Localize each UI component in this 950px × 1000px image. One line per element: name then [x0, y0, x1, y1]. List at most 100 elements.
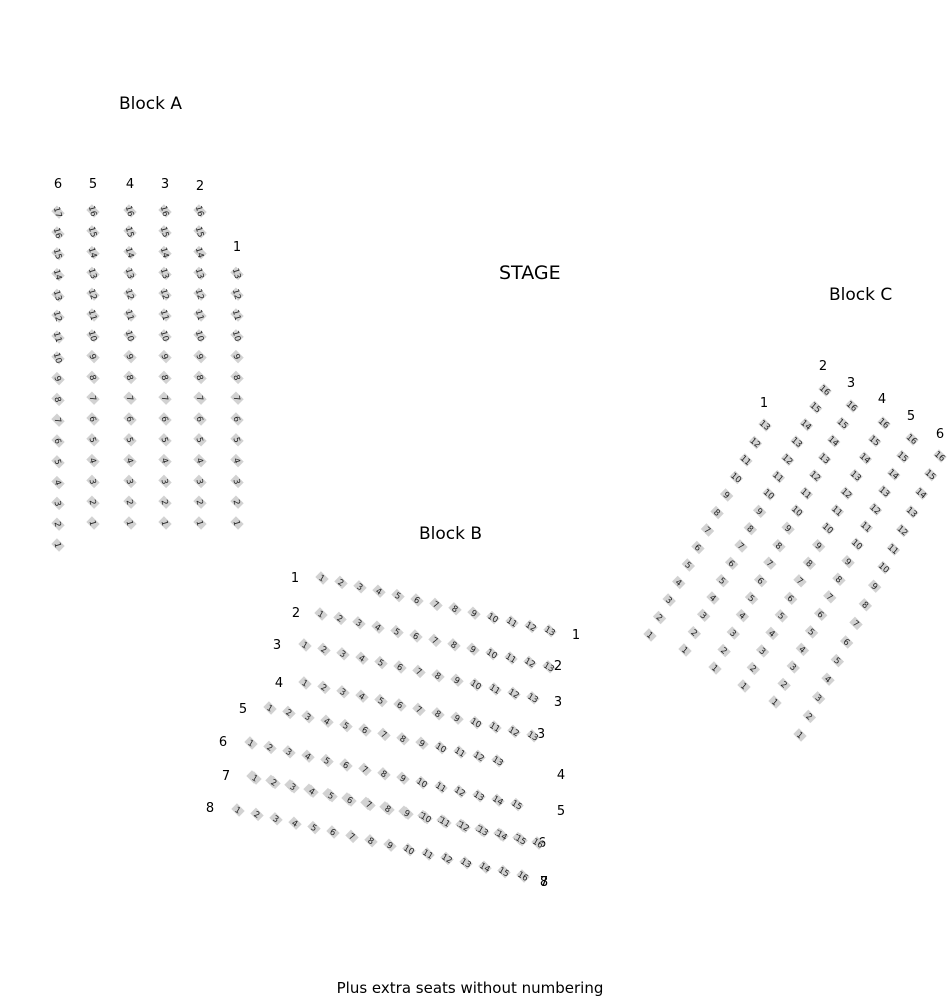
block-c-seat[interactable]: 5: [681, 558, 696, 572]
block-a-seat[interactable]: 10: [51, 351, 65, 365]
block-b-seat[interactable]: 1: [244, 736, 258, 750]
block-c-seat[interactable]: 7: [823, 590, 837, 604]
block-b-seat[interactable]: 5: [324, 788, 338, 803]
block-b-seat[interactable]: 2: [282, 705, 296, 720]
block-b-seat[interactable]: 4: [288, 816, 302, 830]
block-b-seat[interactable]: 9: [450, 673, 464, 687]
block-a-seat[interactable]: 10: [86, 329, 100, 343]
block-a-seat[interactable]: 6: [86, 412, 100, 426]
block-c-seat[interactable]: 3: [786, 660, 800, 674]
block-c-seat[interactable]: 1: [678, 643, 692, 657]
block-a-seat[interactable]: 9: [123, 349, 137, 364]
block-b-seat[interactable]: 1: [263, 701, 277, 715]
block-a-seat[interactable]: 7: [230, 391, 244, 405]
block-a-seat[interactable]: 12: [158, 287, 172, 301]
block-b-seat[interactable]: 11: [452, 745, 467, 760]
block-b-seat[interactable]: 6: [393, 660, 407, 674]
block-b-seat[interactable]: 9: [415, 736, 429, 750]
block-b-seat[interactable]: 7: [412, 702, 426, 717]
block-b-seat[interactable]: 8: [431, 669, 445, 683]
block-a-seat[interactable]: 12: [51, 309, 65, 323]
block-c-seat[interactable]: 2: [652, 610, 667, 625]
block-a-seat[interactable]: 10: [158, 329, 172, 343]
block-b-seat[interactable]: 3: [336, 647, 350, 661]
block-a-seat[interactable]: 9: [86, 349, 100, 364]
block-c-seat[interactable]: 16: [817, 383, 832, 398]
block-b-seat[interactable]: 5: [320, 753, 334, 768]
block-c-seat[interactable]: 7: [734, 539, 748, 553]
block-b-seat[interactable]: 11: [487, 682, 502, 697]
block-a-seat[interactable]: 13: [158, 266, 172, 281]
block-b-seat[interactable]: 4: [371, 620, 385, 634]
block-a-seat[interactable]: 1: [51, 538, 65, 552]
block-a-seat[interactable]: 6: [158, 412, 172, 426]
block-b-seat[interactable]: 13: [471, 789, 486, 804]
block-a-seat[interactable]: 4: [158, 453, 172, 468]
block-b-seat[interactable]: 8: [364, 834, 378, 848]
block-b-seat[interactable]: 10: [484, 646, 499, 662]
block-c-seat[interactable]: 12: [807, 469, 822, 484]
block-c-seat[interactable]: 6: [839, 635, 854, 649]
block-a-seat[interactable]: 6: [51, 434, 65, 448]
block-a-seat[interactable]: 5: [86, 433, 100, 447]
block-a-seat[interactable]: 13: [230, 266, 244, 281]
block-a-seat[interactable]: 11: [230, 308, 244, 322]
block-c-seat[interactable]: 15: [867, 433, 882, 449]
block-c-seat[interactable]: 13: [817, 451, 832, 467]
block-b-seat[interactable]: 1: [314, 607, 328, 621]
block-a-seat[interactable]: 4: [193, 453, 207, 468]
block-a-seat[interactable]: 2: [86, 495, 100, 509]
block-c-seat[interactable]: 16: [932, 449, 947, 464]
block-c-seat[interactable]: 14: [857, 451, 872, 466]
block-b-seat[interactable]: 7: [362, 797, 376, 812]
block-b-seat[interactable]: 1: [298, 676, 312, 690]
block-b-seat[interactable]: 6: [358, 723, 372, 737]
block-a-seat[interactable]: 6: [193, 412, 207, 426]
block-a-seat[interactable]: 7: [86, 391, 100, 405]
block-a-seat[interactable]: 4: [51, 475, 65, 490]
block-b-seat[interactable]: 3: [352, 616, 366, 630]
block-b-seat[interactable]: 4: [301, 749, 315, 763]
block-b-seat[interactable]: 15: [509, 797, 524, 813]
block-a-seat[interactable]: 4: [230, 453, 244, 468]
block-b-seat[interactable]: 8: [381, 802, 395, 816]
block-c-seat[interactable]: 2: [802, 709, 817, 724]
block-a-seat[interactable]: 10: [123, 329, 137, 343]
block-b-seat[interactable]: 5: [307, 820, 321, 835]
block-c-seat[interactable]: 15: [923, 467, 938, 483]
block-b-seat[interactable]: 3: [286, 780, 300, 794]
block-a-seat[interactable]: 14: [86, 245, 100, 260]
block-c-seat[interactable]: 14: [826, 434, 841, 449]
block-b-seat[interactable]: 8: [377, 767, 391, 781]
block-a-seat[interactable]: 2: [230, 495, 244, 509]
block-c-seat[interactable]: 9: [752, 504, 767, 519]
block-c-seat[interactable]: 13: [757, 418, 772, 433]
block-a-seat[interactable]: 10: [193, 329, 207, 343]
block-b-seat[interactable]: 12: [439, 851, 454, 867]
block-a-seat[interactable]: 1: [193, 516, 207, 530]
block-b-seat[interactable]: 5: [390, 624, 404, 639]
block-b-seat[interactable]: 14: [490, 793, 505, 808]
block-c-seat[interactable]: 15: [895, 449, 910, 465]
block-a-seat[interactable]: 1: [123, 516, 137, 530]
block-c-seat[interactable]: 1: [708, 661, 722, 675]
block-b-seat[interactable]: 6: [393, 698, 407, 712]
block-a-seat[interactable]: 11: [123, 308, 137, 322]
block-a-seat[interactable]: 5: [230, 433, 244, 447]
block-c-seat[interactable]: 3: [662, 593, 676, 607]
block-b-seat[interactable]: 3: [336, 685, 350, 699]
block-b-seat[interactable]: 10: [485, 610, 500, 626]
block-b-seat[interactable]: 3: [301, 710, 315, 724]
block-b-seat[interactable]: 1: [231, 803, 245, 817]
block-b-seat[interactable]: 12: [471, 749, 486, 765]
block-b-seat[interactable]: 11: [433, 780, 448, 795]
block-b-seat[interactable]: 10: [401, 842, 416, 858]
block-c-seat[interactable]: 11: [858, 519, 873, 535]
block-b-seat[interactable]: 7: [377, 727, 391, 742]
block-a-seat[interactable]: 1: [230, 516, 244, 530]
block-a-seat[interactable]: 5: [158, 433, 172, 447]
block-a-seat[interactable]: 7: [193, 391, 207, 405]
block-a-seat[interactable]: 2: [51, 517, 65, 531]
block-a-seat[interactable]: 15: [123, 225, 137, 239]
block-a-seat[interactable]: 10: [230, 329, 244, 343]
